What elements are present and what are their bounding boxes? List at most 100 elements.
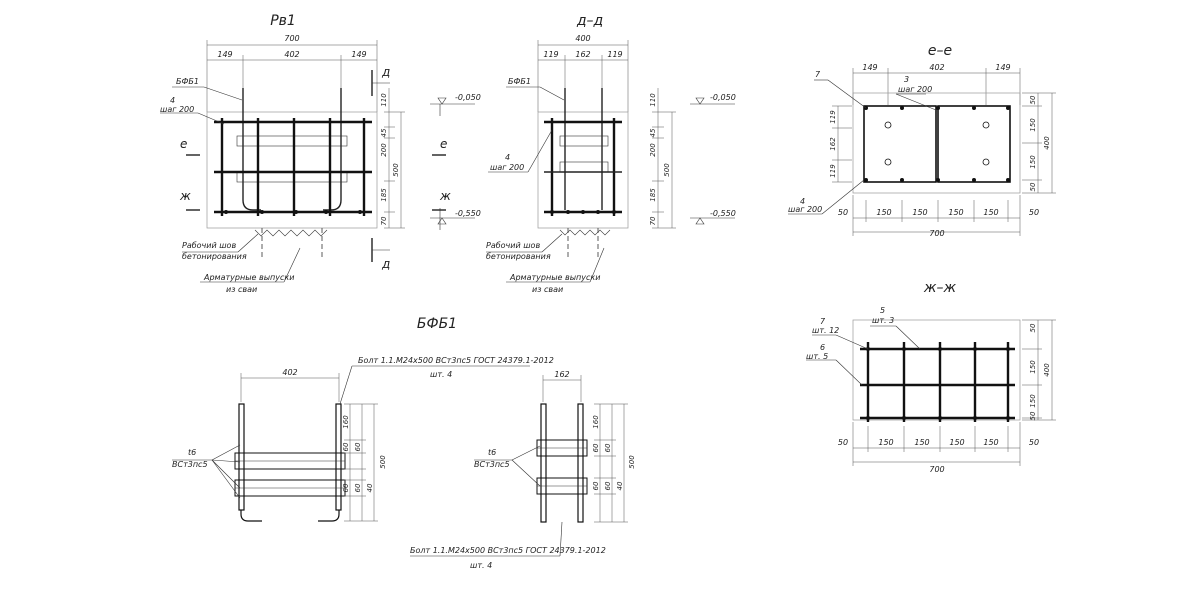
ee-dim-bottom-5: 50 <box>1029 208 1039 217</box>
view-dd: д–д 400 119 162 119 <box>486 13 736 294</box>
bfb-right-v-total: 500 <box>628 455 636 469</box>
rv-dim-r5: 70 <box>380 216 388 225</box>
rv-elevations: -0,050 -0,550 <box>430 93 481 230</box>
zz-dim-right-3: 50 <box>1029 411 1037 420</box>
dd-note-rebar-2: из сваи <box>532 285 563 294</box>
ee-step4: шаг 200 <box>788 205 822 214</box>
bfb-right-steel: ВСт3пс5 <box>474 460 510 469</box>
cut-e-right: е <box>440 137 447 151</box>
rv-bolt-right-hook <box>323 199 342 211</box>
zz-right-dimensions: 50 150 150 50 400 <box>1022 319 1056 420</box>
dd-rebar-grid <box>544 118 622 216</box>
bfb-right-plate-t: t6 <box>488 448 496 457</box>
rv-label-pos4: 4 <box>170 96 175 105</box>
rv-dim-total: 500 <box>392 163 400 177</box>
rv-right-dimensions: 110 45 200 185 70 500 <box>380 88 405 229</box>
bfb-right-view: 162 t6 ВСт3пс5 160 <box>410 370 636 570</box>
dd-note-joint-1: Рабочий шов <box>486 241 540 250</box>
ee-right-dimensions: 50 150 150 50 400 <box>1022 92 1056 194</box>
rv-note-rebar-1: Арматурные выпуски <box>203 273 294 282</box>
rv-plate-upper <box>236 135 348 147</box>
rv-note-rebar-2: из сваи <box>226 285 257 294</box>
bfb-right-width: 162 <box>554 370 569 379</box>
dd-elev-bot: -0,550 <box>710 209 736 218</box>
bfb-left-hook-2 <box>318 510 340 522</box>
title-rv1: Рв1 <box>270 13 296 29</box>
view-bfb1: БФБ1 402 t6 ВСт3пс5 <box>172 316 636 570</box>
zz-dim-bottom-4: 150 <box>983 438 998 447</box>
dd-dim-r5: 70 <box>649 216 657 225</box>
zz-dim-bottom-3: 150 <box>949 438 964 447</box>
ee-dim-right-3: 50 <box>1029 182 1037 191</box>
zz-dim-bottom-1: 150 <box>878 438 893 447</box>
ee-left-dimensions: 119 162 119 <box>829 105 852 183</box>
rv-dim-a: 149 <box>217 50 232 59</box>
ee-leaders: 7 3 шаг 200 4 шаг 200 <box>788 70 937 215</box>
zz-dim-right-0: 50 <box>1029 323 1037 332</box>
title-zz: ж–ж <box>923 280 957 296</box>
zz-dim-right-total: 400 <box>1043 363 1051 377</box>
bfb-right-v-5: 40 <box>616 481 624 490</box>
zz-pos5: 5 <box>880 306 885 315</box>
dd-dim-r3: 200 <box>649 143 657 157</box>
dd-label-bfb: БФБ1 <box>508 77 531 86</box>
bfb-right-vdims: 160 60 60 60 60 40 500 <box>592 403 636 523</box>
view-ee: е–е 149 402 149 <box>788 43 1056 238</box>
bfb-right-v-0: 160 <box>592 415 600 429</box>
ee-dim-bottom-1: 150 <box>876 208 891 217</box>
ee-dim-bottom-0: 50 <box>838 208 848 217</box>
ee-dim-right-0: 50 <box>1029 95 1037 104</box>
bfb-left-bolt-1 <box>238 403 245 511</box>
bfb-bolt-top: Болт 1.1.М24х500 ВСт3пс5 ГОСТ 24379.1-20… <box>358 356 554 365</box>
dd-right-dimensions: 110 45 200 185 70 500 <box>649 88 676 229</box>
bfb-right-bolt-1 <box>540 403 547 523</box>
rv-dim-r2: 45 <box>380 128 388 137</box>
dd-plate-lower <box>559 161 609 173</box>
rv-section-markers: е ж е ж д д <box>179 65 451 271</box>
dd-label-pos4: 4 <box>505 153 510 162</box>
ee-pos7: 7 <box>815 70 821 79</box>
zz-dim-right-1: 150 <box>1029 360 1037 374</box>
ee-dim-bottom-4: 150 <box>983 208 998 217</box>
bfb-right-v-2: 60 <box>604 443 612 452</box>
rv-note-joint-1: Рабочий шов <box>182 241 236 250</box>
cut-d-bottom: д <box>381 257 390 271</box>
bfb-right-v-4: 60 <box>604 481 612 490</box>
dd-dim-b: 162 <box>575 50 590 59</box>
ee-step3: шаг 200 <box>898 85 932 94</box>
bfb-bolt-top-qty: шт. 4 <box>430 370 452 379</box>
bfb-right-v-3: 60 <box>592 481 600 490</box>
title-ee: е–е <box>928 43 952 59</box>
bfb-bolt-bottom-qty: шт. 4 <box>470 561 492 570</box>
ee-dim-left-c: 119 <box>829 164 837 178</box>
dd-dim-r2: 45 <box>649 128 657 137</box>
ee-dim-top-c: 149 <box>995 63 1010 72</box>
rv-dim-total: 700 <box>284 34 299 43</box>
rv-note-joint-2: бетонирования <box>182 252 247 261</box>
bfb-left-view: 402 t6 ВСт3пс5 <box>172 356 554 522</box>
ee-concrete-outline <box>852 92 1021 194</box>
rv-dim-r1: 110 <box>380 93 388 107</box>
zz-rebar-grid <box>860 342 1015 422</box>
ee-dim-left-b: 162 <box>829 137 837 151</box>
zz-dim-bottom-2: 150 <box>914 438 929 447</box>
zz-pos7: 7 <box>820 317 826 326</box>
rv-top-dimensions: 700 149 402 149 <box>206 34 378 112</box>
ee-dim-bottom-2: 150 <box>912 208 927 217</box>
dd-dim-c: 119 <box>607 50 622 59</box>
view-rv1: Рв1 700 149 402 149 <box>160 13 481 294</box>
bfb-left-hook-1 <box>240 510 262 522</box>
zz-concrete-outline <box>852 319 1021 421</box>
bfb-right-v-1: 60 <box>592 443 600 452</box>
rv-elev-top: -0,050 <box>455 93 481 102</box>
bfb-right-bolt-2 <box>577 403 584 523</box>
ee-bolt-holes <box>884 121 990 166</box>
ee-dim-top-b: 402 <box>929 63 944 72</box>
rv-dim-r4: 185 <box>380 188 388 202</box>
zz-qty7: шт. 12 <box>812 326 839 335</box>
title-bfb1: БФБ1 <box>417 316 457 332</box>
ee-dim-right-1: 150 <box>1029 118 1037 132</box>
ee-dim-top-a: 149 <box>862 63 877 72</box>
rv-label-bfb: БФБ1 <box>176 77 199 86</box>
